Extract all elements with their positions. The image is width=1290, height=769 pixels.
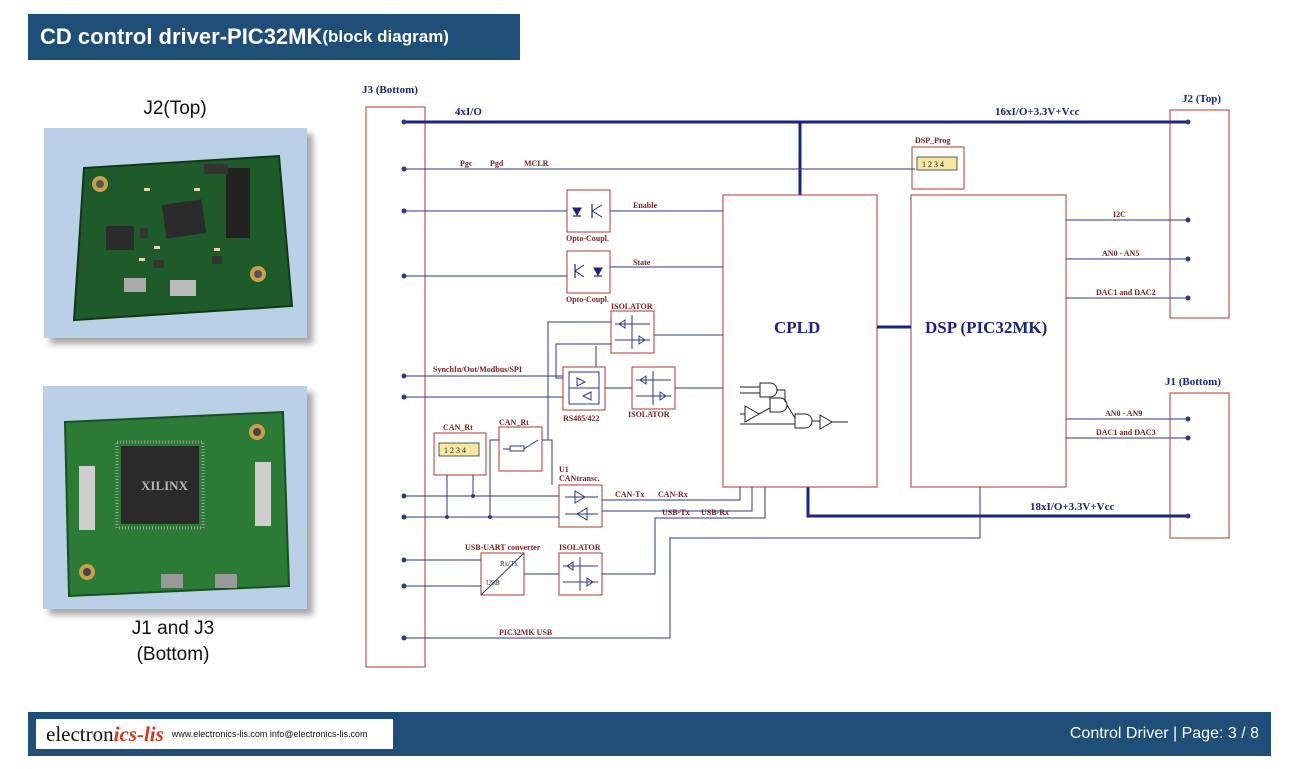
dsp-prog-label: DSP_Prog — [915, 136, 950, 145]
usb-uart-label: USB-UART converter — [465, 543, 541, 552]
can-rt-header-icon — [438, 442, 480, 457]
opto-state-box — [566, 250, 611, 294]
isolator-1-label: ISOLATOR — [611, 302, 653, 311]
dsp-label: DSP (PIC32MK) — [925, 318, 1047, 337]
can-rx-line — [602, 487, 753, 512]
photo-bottom-label-1: J1 and J3 — [131, 618, 215, 639]
board-bottom-photo: XILINX — [43, 386, 307, 609]
dsp-prog-box — [911, 146, 965, 190]
state-label: State — [633, 258, 651, 267]
title-main: CD control driver-PIC32MK — [40, 24, 323, 49]
dac13-label: DAC1 and DAC3 — [1096, 428, 1156, 437]
opto-enable-box — [566, 189, 611, 233]
footer-bar: electron ics-lis www.electronics-lis.com… — [28, 712, 1271, 756]
dsp-prog-header-icon — [916, 156, 958, 171]
can-tx-line — [602, 487, 741, 501]
rxtx-label: Rx/Tx — [500, 560, 518, 568]
cpld-block — [722, 194, 878, 488]
bus-label-18xio: 18xI/O+3.3V+Vcc — [1030, 501, 1114, 513]
bus-label-4xio: 4xI/O — [455, 106, 482, 118]
isolator-3-label: ISOLATOR — [559, 543, 601, 552]
j2-connector — [1169, 109, 1230, 319]
opto-enable-icon — [572, 204, 603, 218]
title-sub: (block diagram) — [322, 27, 449, 46]
usb-rx-label: USB-Rx — [701, 508, 729, 517]
dsp-prog-pins: 1 2 3 4 — [922, 160, 944, 169]
bus-label-16xio: 16xI/O+3.3V+Vcc — [995, 106, 1079, 118]
can-rt-1-label: CAN_Rt — [443, 423, 473, 432]
can-rt-1-box — [433, 432, 487, 476]
xilinx-label: XILINX — [141, 478, 189, 493]
cpld-label: CPLD — [774, 318, 820, 337]
synch-label: SynchIn/Out/Modbus/SPI — [433, 365, 522, 374]
isolator-3-icon — [563, 557, 598, 591]
isolator-1-icon — [615, 315, 650, 349]
page-title: CD control driver-PIC32MK (block diagram… — [28, 14, 520, 60]
usb-label: USB — [486, 579, 500, 587]
logo-text-b: ics-lis — [113, 721, 164, 746]
j3-connector — [365, 106, 426, 668]
pic-usb-line — [404, 487, 981, 639]
pgc-label: Pgc — [460, 159, 473, 168]
page-info: Control Driver | Page: 3 / 8 — [1069, 725, 1259, 742]
u1-label: U1 — [559, 465, 569, 474]
usb-tx-label: USB-Tx — [662, 508, 690, 517]
an0-an5-label: AN0 - AN5 — [1102, 249, 1139, 258]
pic-usb-label: PIC32MK USB — [499, 628, 553, 637]
usb-tx-line — [602, 487, 766, 575]
logic-gates-icon — [740, 382, 848, 430]
opto-state-icon — [574, 264, 603, 278]
can-tx-label: CAN-Tx — [615, 490, 644, 499]
can-transceiver-icon — [565, 490, 598, 521]
can-rt2-out — [542, 439, 553, 485]
can-rt-2-label: CAN_Rt — [499, 418, 529, 427]
cantransc-label: CANtransc. — [559, 474, 600, 483]
enable-label: Enable — [633, 201, 657, 210]
i2c-label: I2C — [1113, 210, 1126, 219]
j1-connector — [1169, 392, 1230, 539]
dac12-label: DAC1 and DAC2 — [1096, 288, 1156, 297]
rs485-label: RS485/422 — [563, 414, 599, 423]
photo-top-label: J2(Top) — [143, 98, 207, 119]
company-logo[interactable]: electron ics-lis www.electronics-lis.com… — [36, 719, 393, 749]
pgd-label: Pgd — [490, 159, 504, 168]
board-top-image — [44, 128, 307, 338]
synch-branch-line — [547, 321, 611, 440]
resistor-icon — [503, 439, 539, 452]
j2-label: J2 (Top) — [1182, 93, 1221, 105]
can-rt-2-box — [498, 426, 543, 472]
can-rx-label: CAN-Rx — [658, 490, 688, 499]
rs485-iso1-line — [555, 343, 611, 379]
board-top-photo — [44, 128, 307, 338]
an0-an9-label: AN0 - AN9 — [1105, 409, 1142, 418]
j3-label: J3 (Bottom) — [362, 84, 418, 96]
opto-state-label: Opto-Coupl. — [566, 295, 609, 304]
block-diagram: .bx { fill:none; stroke:#b03a2e; stroke-… — [362, 84, 1230, 668]
bottom-bus — [806, 487, 1188, 518]
isolator-2-label: ISOLATOR — [628, 410, 670, 419]
can-rt2-line — [489, 439, 499, 517]
mclr-label: MCLR — [524, 159, 549, 168]
photo-bottom-label: J1 and J3 (Bottom) — [108, 616, 238, 668]
isolator-1-box — [610, 310, 655, 354]
rs485-icon — [568, 371, 600, 405]
can-rt-pins: 1 2 3 4 — [444, 446, 466, 455]
photo-bottom-label-2: (Bottom) — [136, 644, 210, 665]
board-bottom-image: XILINX — [43, 386, 307, 609]
can-transceiver-box — [558, 484, 603, 528]
j1-label: J1 (Bottom) — [1165, 376, 1221, 388]
dsp-block — [910, 194, 1067, 488]
usb-uart-divider — [480, 552, 525, 596]
logo-text-a: electron — [46, 721, 114, 746]
contact-info: www.electronics-lis.com info@electronics… — [171, 729, 368, 739]
isolator-2-icon — [636, 371, 671, 405]
pin-dots — [401, 119, 1191, 641]
opto-enable-label: Opto-Coupl. — [566, 234, 609, 243]
